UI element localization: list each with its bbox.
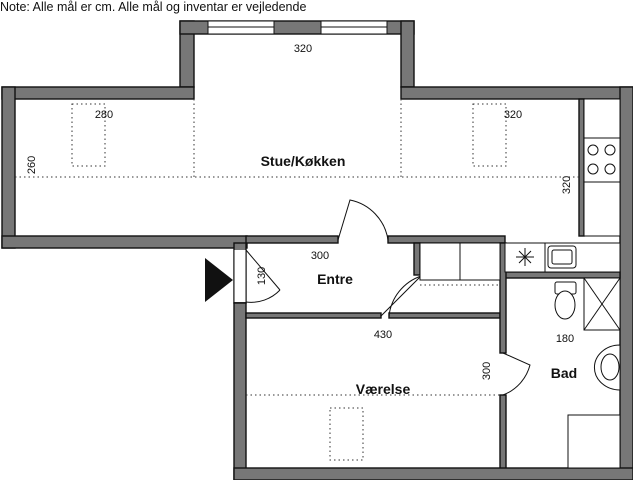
bathroom-fixtures [554,277,621,469]
dim-bathroom-width: 180 [556,333,574,345]
wall-entrance-bedroom-b [388,312,501,319]
wall-left [1,86,16,249]
dim-bedroom-height: 300 [481,362,493,380]
wall-entrance-bedroom-a [245,312,382,319]
living-door [337,199,389,241]
bathroom-door [502,352,531,396]
toilet-bowl [554,290,576,320]
burner-icon [587,163,599,175]
entrance-arrow-icon [205,258,233,302]
front-door-leaf [245,249,281,291]
dim-entrance-width: 300 [311,250,329,262]
washer-space [567,414,621,469]
skylight-left [71,103,106,167]
dim-living-left: 280 [95,109,113,121]
wall-bay-right [400,20,415,88]
skylight-bedroom [329,407,364,461]
wall-living-bottom-right [387,235,506,244]
stove [583,137,621,183]
wall-entrance-right [413,242,421,276]
wall-top-right [400,86,633,100]
wall-kitchen-partition [578,98,585,237]
wall-living-bottom-mid [245,235,339,244]
wall-top-left [1,86,195,100]
skylight-right [472,103,507,167]
bedroom-door [380,275,422,317]
dim-bedroom-width: 430 [374,329,392,341]
wall-bath-left-b [499,394,507,480]
note-text: Note: Alle mål er cm. Alle mål og invent… [0,0,306,14]
windows [207,20,388,35]
burner-icon [604,163,616,175]
dimension-labels: 320 280 320 260 320 300 130 430 300 180 [26,43,574,380]
burner-icon [604,144,616,156]
room-label-bathroom: Bad [551,365,577,381]
wall-bedroom-left [233,302,247,480]
room-label-entrance: Entre [317,271,353,287]
wall-living-bottom-left [1,235,248,249]
wall-bottom [233,467,633,480]
dim-entrance-door: 130 [256,267,268,285]
dim-living-height-right: 320 [561,176,573,194]
dim-living-height-left: 260 [26,156,38,174]
dim-living-top: 320 [294,43,312,55]
room-label-bedroom: Værelse [356,381,411,397]
room-labels: Stue/Køkken Entre Værelse Bad [261,153,578,397]
fan-icon [516,248,534,266]
wall-right [619,86,633,480]
dotted-lines [15,99,579,461]
dim-living-right: 320 [504,109,522,121]
burner-icon [587,144,599,156]
kitchen [504,98,621,273]
room-label-living: Stue/Køkken [261,153,346,169]
wall-bath-top [504,271,621,279]
wardrobe [419,242,501,286]
